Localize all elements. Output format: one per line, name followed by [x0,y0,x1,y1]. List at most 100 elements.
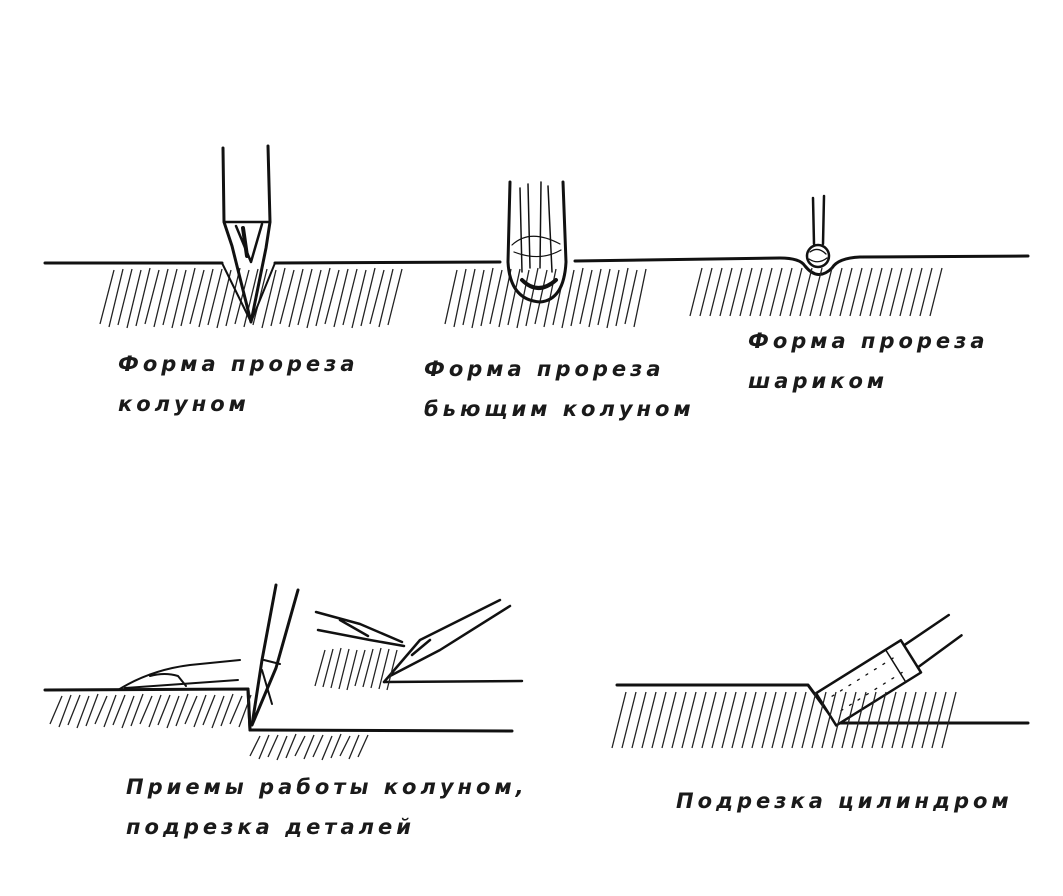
hatch-stroke [829,267,843,317]
hatch-stroke [739,267,753,317]
hatch-stroke [198,268,214,328]
caption-line: шариком [748,368,889,393]
hatch-stroke [354,649,366,687]
hatch-stroke [731,691,747,749]
hatch-stroke [243,268,259,328]
hatch-stroke [624,269,638,325]
hatch-stroke [157,694,171,726]
hatch-stroke [801,691,817,749]
caption-line: подрезка деталей [126,814,415,839]
hatch-stroke [689,267,703,317]
caption-line: Форма прореза [748,329,989,353]
caption-line: Приемы работы колуном, [126,775,528,799]
hatch-stroke [809,267,823,317]
hatch-stroke [671,691,687,749]
ball-tool-icon [805,194,831,269]
hatch-stroke [171,269,187,329]
hatch-stroke [719,267,733,317]
hatch-stroke [276,735,288,761]
hatch-under-ball-cut [689,267,943,317]
hatch-stroke [229,695,243,725]
hatch-stroke [108,268,124,328]
hatch-stroke [821,691,837,749]
hatch-stroke [789,267,803,317]
hatch-stroke [166,695,180,729]
hatch-stroke [207,268,223,326]
hatch-stroke [369,269,385,325]
hatch-stroke [330,733,342,759]
hatch-stroke [771,691,787,749]
hatch-stroke [94,695,108,725]
hatch-stroke [516,269,530,329]
hatch-raised-area [314,647,398,691]
hatch-stroke [621,691,637,749]
hatch-stroke [252,268,268,326]
hatch-stroke [879,267,893,317]
hatch-stroke [597,268,611,326]
hatch-stroke [480,267,494,327]
hatch-stroke [322,648,334,688]
hatch-stroke [779,267,793,317]
caption-line: Подрезка цилиндром [676,789,1013,813]
caption-line: Форма прореза [118,352,359,376]
hatch-stroke [202,694,216,726]
hatch-stroke [561,269,575,329]
hatch-stroke [759,267,773,317]
caption-line: бьющим колуном [424,396,695,421]
hatch-stroke [285,733,297,759]
top-surface-line [43,254,1030,276]
hatch-stroke [570,267,584,327]
hatch-stroke [378,648,390,690]
hatch-stroke [333,268,349,328]
hatch-stroke [267,734,279,758]
hatch-stroke [931,691,947,749]
hatch-stroke [49,695,63,725]
hatch-stroke [346,649,358,691]
hatch-stroke [351,269,367,329]
hatch-stroke [362,648,374,688]
hatch-stroke [711,691,727,749]
hatch-stroke [184,695,198,725]
kolun-tool-icon [221,144,276,324]
hatch-stroke [498,268,512,328]
hatch-under-kolun-cut [99,267,403,329]
hatch-stroke [641,691,657,749]
hatch-stroke [288,268,304,328]
hatch-stroke [691,691,707,749]
hatch-stroke [699,267,713,317]
hatch-cylinder-cut [611,691,957,749]
hatch-stroke [911,691,927,749]
hatch-stroke [139,695,153,725]
hatch-stroke [859,267,873,317]
hatch-stroke [249,735,261,757]
caption-line: Форма прореза [424,357,665,381]
hatch-stroke [889,267,903,317]
hatch-stroke [611,691,627,749]
hatch-stroke [234,269,250,325]
hatch-stroke [761,691,777,749]
hatch-stroke [126,269,142,329]
hatch-stroke [471,269,485,329]
hatch-stroke [153,268,169,328]
hatch-stroke [386,649,398,691]
hatch-stroke [839,267,853,317]
hatch-stroke [112,694,126,726]
hatch-stroke [615,267,629,327]
caption-cylinder-undercut: Подрезка цилиндром [676,782,1013,822]
hatch-stroke [387,268,403,326]
hatch-stroke [749,267,763,317]
hatch-stroke [270,267,286,327]
hatch-stroke [135,267,151,327]
hatch-stroke [312,734,324,758]
hatch-stroke [453,268,467,328]
hatch-stroke [238,694,252,728]
hatch-stroke [216,269,232,329]
hatch-stroke [606,269,620,329]
hatch-stroke [661,691,677,749]
hatch-left-block [49,693,252,729]
hatch-stroke [338,648,350,690]
hatch-stroke [929,267,943,317]
hatch-stroke [225,267,241,327]
hatch-stroke [919,267,933,317]
hatch-stroke [851,691,867,749]
